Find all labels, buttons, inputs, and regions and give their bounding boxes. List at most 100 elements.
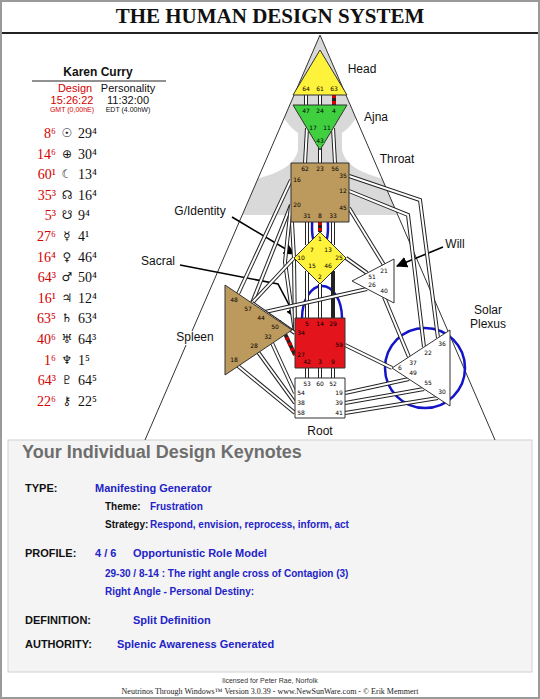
personality-activation: 64⁵ bbox=[78, 373, 97, 389]
gate-number: 39 bbox=[335, 400, 343, 406]
center-outline bbox=[291, 163, 349, 222]
gate-number: 64 bbox=[302, 86, 310, 92]
personality-activation: 13⁴ bbox=[78, 167, 97, 183]
channel-fill bbox=[345, 345, 392, 368]
channel-outline bbox=[252, 258, 294, 303]
gate-number: 56 bbox=[331, 166, 339, 172]
center-name: Ajna bbox=[364, 111, 388, 125]
gate-number: 35 bbox=[339, 173, 347, 179]
gate-number: 4 bbox=[332, 108, 336, 114]
energy-center: Head646163 bbox=[293, 50, 347, 95]
title-rule bbox=[2, 32, 538, 34]
keynote-value: 29-30 / 8-14 : The right angle cross of … bbox=[105, 568, 348, 580]
channel bbox=[349, 208, 384, 265]
channel-fill bbox=[238, 366, 295, 413]
channel-outline bbox=[349, 208, 384, 265]
center-name: Will bbox=[445, 238, 464, 252]
energy-center: Sacral514293427594239 bbox=[295, 318, 345, 368]
channel-fill bbox=[346, 258, 367, 273]
design-activation: 1⁶ bbox=[44, 353, 56, 369]
channel-fill bbox=[265, 289, 367, 312]
keynote-value: Respond, envision, reprocess, inform, ac… bbox=[150, 519, 349, 531]
gate-number: 25 bbox=[335, 255, 343, 261]
channel-outline bbox=[345, 398, 438, 413]
channel-outline bbox=[346, 258, 367, 273]
planet-symbol: ☋ bbox=[62, 209, 73, 223]
planet-symbol: ♂ bbox=[62, 271, 73, 285]
gate-number: 59 bbox=[335, 342, 343, 348]
channel-outline bbox=[349, 176, 438, 338]
personality-activation: 22⁵ bbox=[78, 394, 97, 410]
gate-number: 47 bbox=[302, 108, 310, 114]
personality-activation: 30⁴ bbox=[78, 147, 97, 163]
gate-number: 63 bbox=[330, 86, 338, 92]
design-activation: 64³ bbox=[38, 270, 56, 286]
time-zone: GMT (0,00hE) bbox=[50, 106, 94, 114]
channel-outline bbox=[331, 222, 335, 245]
planet-symbol: ⊕ bbox=[62, 148, 72, 162]
gate-number: 28 bbox=[250, 343, 258, 349]
keynote-value: Manifesting Generator bbox=[95, 482, 212, 495]
personality-activation: 63⁴ bbox=[78, 311, 97, 327]
center-outline bbox=[293, 50, 347, 95]
center-outline bbox=[392, 330, 450, 406]
leader-line bbox=[397, 247, 443, 266]
keynote-key: TYPE: bbox=[25, 482, 57, 495]
channel bbox=[345, 345, 392, 368]
center-outline bbox=[225, 285, 292, 375]
center-name: Sacral bbox=[141, 255, 175, 269]
gate-number: 10 bbox=[297, 255, 305, 261]
planet-symbol: ⚷ bbox=[63, 395, 72, 409]
channel-outline bbox=[285, 205, 295, 333]
energy-center: Spleen48574450182832 bbox=[225, 285, 292, 375]
personality-activation: 9⁴ bbox=[78, 208, 90, 224]
person-name: Karen Curry bbox=[63, 66, 132, 80]
center-outline bbox=[295, 378, 345, 418]
personality-activation: 64³ bbox=[78, 332, 96, 348]
gate-number: 41 bbox=[335, 410, 343, 416]
center-name: G/Identity bbox=[174, 205, 225, 219]
center-outline bbox=[293, 105, 347, 150]
gate-number: 27 bbox=[297, 352, 305, 358]
channel-outline bbox=[333, 128, 335, 163]
channel-outline bbox=[318, 95, 322, 105]
gate-number: 7 bbox=[310, 247, 314, 253]
channel-outline bbox=[318, 222, 322, 232]
gate-number: 62 bbox=[301, 166, 309, 172]
energy-center: Solar Plexus3722366495530 bbox=[392, 330, 450, 406]
channel bbox=[333, 128, 335, 163]
channel bbox=[345, 379, 409, 393]
section-heading: Your Individual Design Keynotes bbox=[22, 442, 302, 463]
channel bbox=[307, 271, 308, 318]
channel bbox=[307, 368, 308, 378]
channel bbox=[307, 222, 308, 245]
channel-outline bbox=[265, 289, 367, 312]
page-title: THE HUMAN DESIGN SYSTEM bbox=[0, 4, 540, 29]
channel-fill bbox=[306, 222, 308, 245]
channel bbox=[349, 176, 438, 338]
channel-outline bbox=[305, 128, 307, 163]
gate-number: 11 bbox=[323, 125, 331, 131]
center-outline bbox=[295, 318, 345, 368]
channel-fill bbox=[332, 222, 334, 245]
gate-number: 44 bbox=[257, 315, 265, 321]
birth-time: 15:26:22 bbox=[51, 94, 94, 107]
keynote-value: 4 / 6 bbox=[95, 547, 116, 560]
energy-center: Ajna47244174311 bbox=[293, 105, 347, 150]
gate-number: 60 bbox=[316, 381, 324, 387]
keynote-value: Frustration bbox=[150, 501, 203, 513]
planet-symbol: ☾ bbox=[62, 168, 73, 182]
gate-number: 22 bbox=[424, 350, 432, 356]
design-activation: 14⁶ bbox=[37, 147, 56, 163]
center-name: Root bbox=[307, 425, 332, 439]
channel-fill bbox=[349, 208, 384, 265]
personality-activation: 1⁵ bbox=[78, 353, 90, 369]
keynotes-panel bbox=[8, 440, 532, 672]
channel bbox=[238, 366, 295, 413]
channel-outline bbox=[318, 368, 322, 378]
gate-number: 40 bbox=[380, 288, 388, 294]
gate-number: 57 bbox=[244, 306, 252, 312]
gate-number: 46 bbox=[324, 263, 332, 269]
channel-fill bbox=[332, 368, 334, 378]
